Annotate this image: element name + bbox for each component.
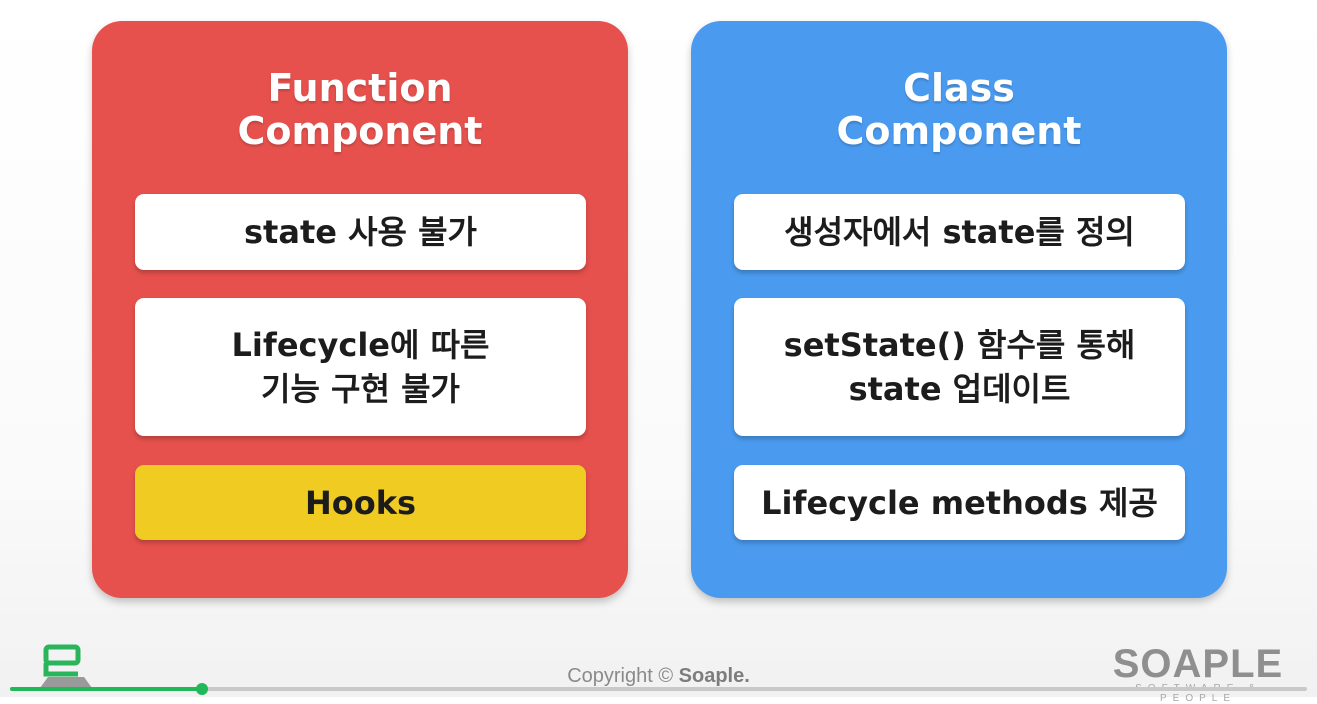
class-item-lifecycle-methods: Lifecycle methods 제공 [734, 465, 1185, 540]
class-component-title: Class Component [836, 66, 1082, 153]
class-item-setstate-update: setState() 함수를 통해 state 업데이트 [734, 298, 1185, 436]
soaple-mark-icon [40, 644, 92, 688]
class-component-panel: Class Component 생성자에서 state를 정의 setState… [691, 21, 1227, 598]
function-component-panel: Function Component state 사용 불가 Lifecycle… [92, 21, 628, 598]
function-item-hooks: Hooks [135, 465, 586, 540]
class-item-state-in-constructor: 생성자에서 state를 정의 [734, 194, 1185, 270]
copyright-prefix: Copyright © [567, 665, 674, 687]
video-progress-track[interactable] [10, 687, 1307, 691]
function-item-lifecycle-unavailable: Lifecycle에 따른 기능 구현 불가 [135, 298, 586, 436]
copyright-text: Copyright © Soaple. [0, 664, 1317, 688]
function-item-state-unavailable: state 사용 불가 [135, 194, 586, 270]
video-progress-fill [10, 687, 202, 691]
function-component-title: Function Component [237, 66, 483, 153]
video-progress-handle[interactable] [195, 683, 208, 695]
soaple-logo-word: SOAPLE [1112, 642, 1284, 686]
copyright-brand: Soaple. [678, 665, 750, 687]
